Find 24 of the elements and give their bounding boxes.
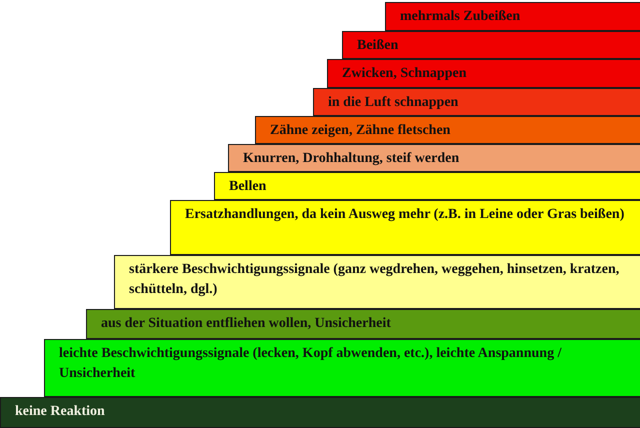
stair-bar — [214, 172, 640, 200]
step-label: Zähne zeigen, Zähne fletschen — [270, 122, 450, 140]
stair-bar — [114, 255, 640, 309]
stair-bar — [228, 144, 640, 172]
step-label: stärkere Beschwichtigungssignale (ganz wegdrehen, weggehen, hinsetzen, kratzen, schütteln, dgl.) — [129, 261, 620, 299]
step-label: leichte Beschwichtigungssignale (lecken, Kopf abwenden, etc.), leichte Anspannung / Unsicherheit — [59, 345, 562, 383]
stair-bar — [342, 31, 640, 59]
step-label: aus der Situation entfliehen wollen, Unsicherheit — [101, 315, 391, 333]
stair-bar — [0, 397, 640, 428]
step-label: keine Reaktion — [15, 403, 105, 421]
stair-bar — [170, 200, 640, 255]
step-label: mehrmals Zubeißen — [400, 8, 520, 26]
step-label: Beißen — [357, 37, 398, 55]
stair-bar — [44, 339, 640, 397]
step-label: in die Luft schnappen — [328, 94, 458, 112]
step-label: Bellen — [229, 178, 266, 196]
step-label: Ersatzhandlungen, da kein Ausweg mehr (z.B. in Leine oder Gras beißen) — [185, 206, 624, 224]
step-label: Zwicken, Schnappen — [342, 65, 466, 83]
stair-bar — [86, 309, 640, 339]
stair-bar — [385, 2, 640, 31]
stair-bar — [327, 59, 640, 88]
stair-bar — [255, 116, 640, 144]
stair-bar — [313, 88, 640, 116]
step-label: Knurren, Drohhaltung, steif werden — [243, 150, 460, 168]
